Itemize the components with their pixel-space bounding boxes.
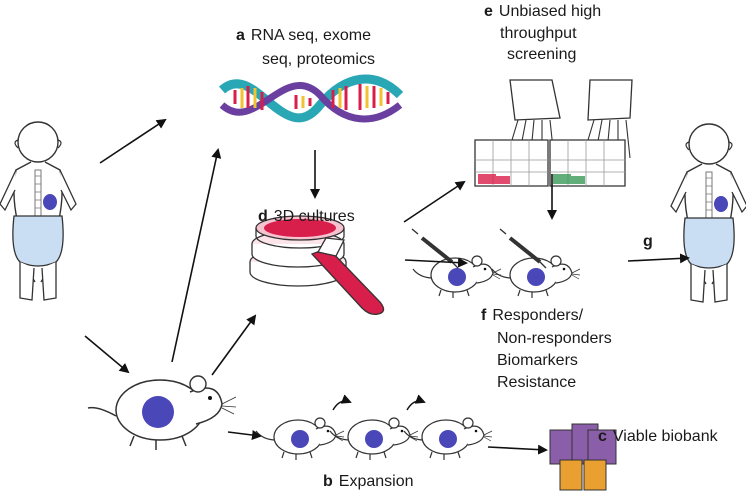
- dna-icon: [218, 74, 404, 123]
- petri-dish-icon: [249, 215, 347, 287]
- panel-a-label-line2: seq, proteomics: [262, 51, 375, 68]
- panel-f-label-line3: Biomarkers: [497, 352, 578, 369]
- panel-e-label-line2: throughput: [500, 25, 577, 42]
- panel-g-label: g: [643, 233, 653, 250]
- panel-e-label-line3: screening: [507, 46, 577, 63]
- mouse-icon: [255, 417, 345, 461]
- mouse-icon: [403, 417, 493, 461]
- curved-arrow-icon: [406, 394, 426, 411]
- curved-arrow-icon: [332, 394, 352, 411]
- pipette-plate-icon: [474, 79, 633, 187]
- mouse-icon: [491, 255, 581, 299]
- test-tube-icon: [310, 237, 385, 316]
- mouse-icon: [329, 417, 419, 461]
- panel-f-label-line2: Non-responders: [497, 330, 612, 347]
- infant-icon: [0, 121, 77, 301]
- flow-arrows: [84, 118, 690, 455]
- mouse-icon: [87, 375, 237, 450]
- panel-f-label-line4: Resistance: [497, 374, 577, 391]
- infant-icon: [670, 123, 746, 303]
- cryovial-icon: [549, 423, 617, 491]
